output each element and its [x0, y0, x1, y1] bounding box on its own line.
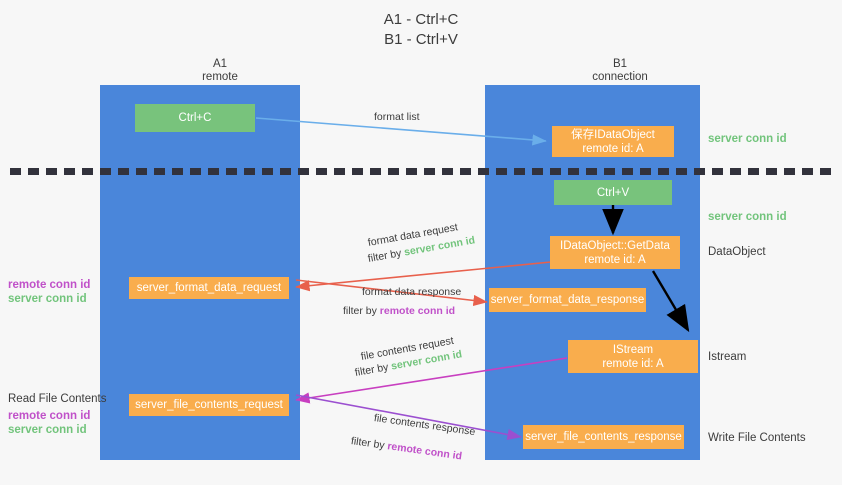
annotation-istream: Istream — [708, 351, 747, 363]
box-save-idataobject-line1: 保存IDataObject — [571, 128, 655, 141]
annotation-server-conn-id-top: server conn id — [708, 133, 787, 145]
annotation-group-lower: Read File Contents remote conn id server… — [8, 392, 106, 437]
annotation-group-upper: remote conn id server conn id — [8, 278, 90, 306]
box-idataobject-getdata-line2: remote id: A — [584, 253, 646, 266]
box-server-format-data-request-label: server_format_data_request — [136, 282, 282, 294]
edge-label-format-data-response: format data response — [362, 285, 461, 299]
box-istream-line1: IStream — [612, 343, 654, 356]
box-server-format-data-response-label: server_format_data_response — [490, 294, 645, 306]
box-ctrl-c[interactable]: Ctrl+C — [135, 104, 255, 132]
box-server-format-data-response[interactable]: server_format_data_response — [489, 288, 646, 312]
box-idataobject-getdata[interactable]: IDataObject::GetData remote id: A — [550, 236, 680, 269]
annotation-dataobject: DataObject — [708, 246, 766, 258]
box-server-file-contents-response[interactable]: server_file_contents_response — [523, 425, 684, 449]
box-save-idataobject[interactable]: 保存IDataObject remote id: A — [552, 126, 674, 157]
phase-divider — [10, 168, 832, 175]
title-line-2: B1 - Ctrl+V — [384, 31, 458, 48]
edge-filter-key-4: remote conn id — [386, 440, 463, 463]
box-ctrl-v[interactable]: Ctrl+V — [554, 180, 672, 205]
column-a1-name: A1 — [212, 58, 228, 70]
edge-label-format-list: format list — [374, 110, 420, 124]
annotation-upper-server-conn-id: server conn id — [8, 293, 87, 305]
edge-label-format-list-text: format list — [374, 111, 420, 123]
box-idataobject-getdata-line1: IDataObject::GetData — [560, 239, 670, 252]
annotation-upper-remote-conn-id: remote conn id — [8, 279, 91, 291]
box-ctrl-v-label: Ctrl+V — [596, 186, 630, 199]
edge-filter-prefix-4: filter by — [350, 435, 389, 453]
annotation-write-file-contents: Write File Contents — [708, 432, 806, 444]
annotation-lower-remote-conn-id: remote conn id — [8, 410, 91, 422]
page-title: A1 - Ctrl+C B1 - Ctrl+V — [0, 10, 842, 50]
column-b1-sub: connection — [592, 71, 648, 83]
column-b1-name: B1 — [612, 58, 628, 70]
column-header-a1: A1 remote — [140, 58, 300, 84]
column-a1-sub: remote — [202, 71, 238, 83]
box-ctrl-c-label: Ctrl+C — [178, 112, 212, 124]
box-server-file-contents-request-label: server_file_contents_request — [135, 399, 283, 411]
annotation-lower-server-conn-id: server conn id — [8, 424, 87, 436]
box-server-format-data-request[interactable]: server_format_data_request — [129, 277, 289, 299]
title-line-1: A1 - Ctrl+C — [383, 11, 459, 28]
box-istream-line2: remote id: A — [602, 357, 664, 370]
edge-label-format-data-response-text: format data response — [362, 286, 462, 298]
edge-filter-prefix-2: filter by — [343, 305, 380, 317]
box-save-idataobject-line2: remote id: A — [582, 142, 644, 155]
box-istream[interactable]: IStream remote id: A — [568, 340, 698, 373]
edge-filter-prefix-1: filter by — [366, 246, 406, 265]
edge-filter-prefix-3: filter by — [353, 360, 393, 379]
column-header-b1: B1 connection — [540, 58, 700, 84]
annotation-read-file-contents: Read File Contents — [8, 393, 107, 405]
edge-label-file-contents-response: file contents response — [373, 411, 476, 439]
edge-filter-file-contents-response: filter by remote conn id — [350, 434, 463, 463]
edge-label-file-contents-response-text: file contents response — [373, 412, 476, 439]
annotation-server-conn-id-middle: server conn id — [708, 211, 787, 223]
box-server-file-contents-request[interactable]: server_file_contents_request — [129, 394, 289, 416]
edge-filter-key-2: remote conn id — [379, 305, 456, 317]
edge-filter-format-data-response: filter by remote conn id — [343, 304, 455, 318]
box-server-file-contents-response-label: server_file_contents_response — [525, 431, 682, 443]
